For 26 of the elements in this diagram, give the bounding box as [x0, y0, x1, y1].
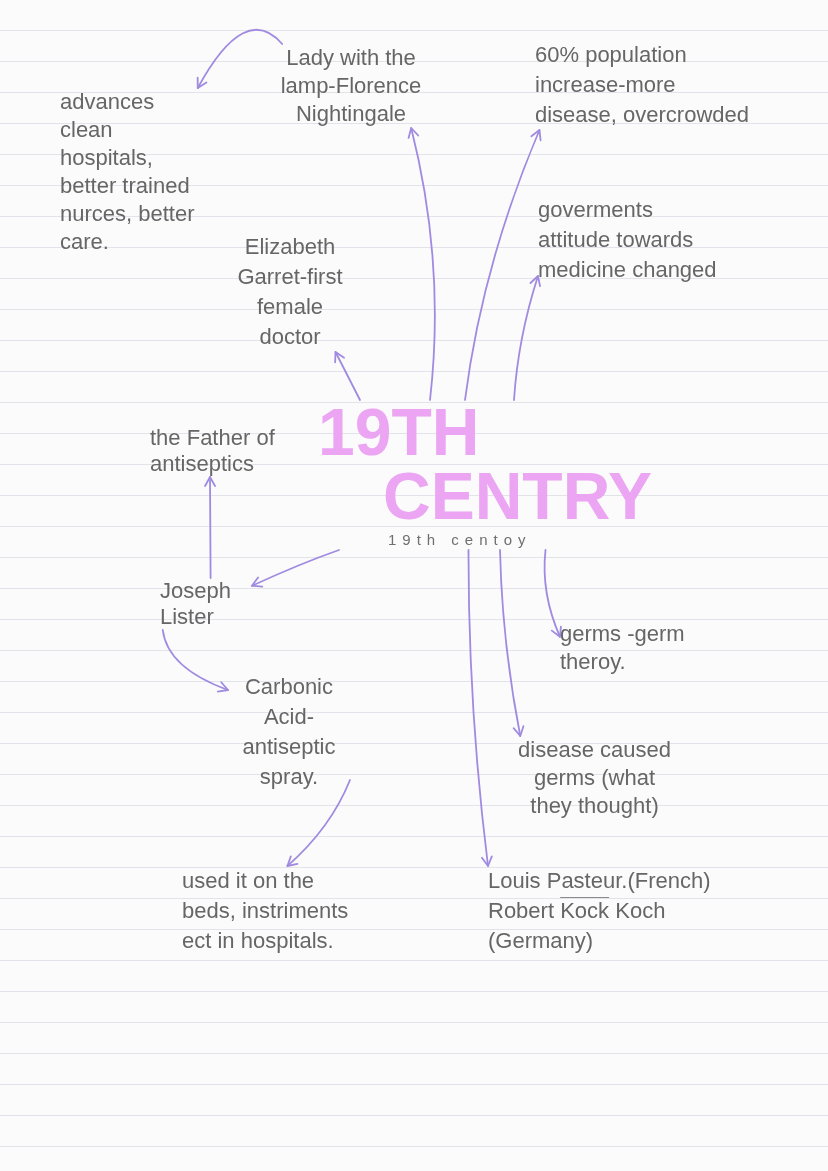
arrow	[513, 275, 541, 401]
handwritten-note: used it on the beds, instriments ect in hospitals.	[182, 866, 352, 956]
handwritten-note: Carbonic Acid-antiseptic spray.	[228, 672, 350, 792]
handwritten-note: disease caused germs (what they thought)	[512, 736, 677, 820]
handwritten-note: advances clean hospitals, better trained nurces, better care.	[60, 88, 205, 256]
handwritten-note: Joseph Lister	[160, 578, 252, 630]
handwritten-note: Lady with the lamp-Florence Nightingale	[265, 44, 437, 128]
handwritten-note: germs -germ theroy.	[560, 620, 712, 676]
handwritten-note: the Father of antiseptics	[150, 425, 300, 477]
arrow	[464, 129, 542, 401]
arrow	[161, 629, 229, 693]
arrow	[543, 549, 562, 638]
arrow	[334, 351, 361, 401]
handwritten-note: Elizabeth Garret-first female doctor	[225, 232, 355, 352]
arrow	[407, 127, 436, 401]
arrow	[286, 779, 351, 867]
arrow	[499, 549, 525, 737]
arrow	[204, 476, 216, 579]
arrow	[251, 549, 340, 588]
pencil-guide-letters: 19th centoy	[388, 530, 532, 550]
arrow	[467, 549, 493, 867]
handwritten-note: 60% population increase-more disease, overcrowded	[535, 40, 759, 130]
arrow	[196, 28, 284, 89]
bubble-letter-title: 19TH CENTRY	[318, 400, 653, 528]
handwritten-note: goverments attitude towards medicine changed	[538, 195, 720, 285]
handwritten-note: Louis Pasteur.(French) Robert Kock Koch (Germany)	[488, 866, 733, 956]
